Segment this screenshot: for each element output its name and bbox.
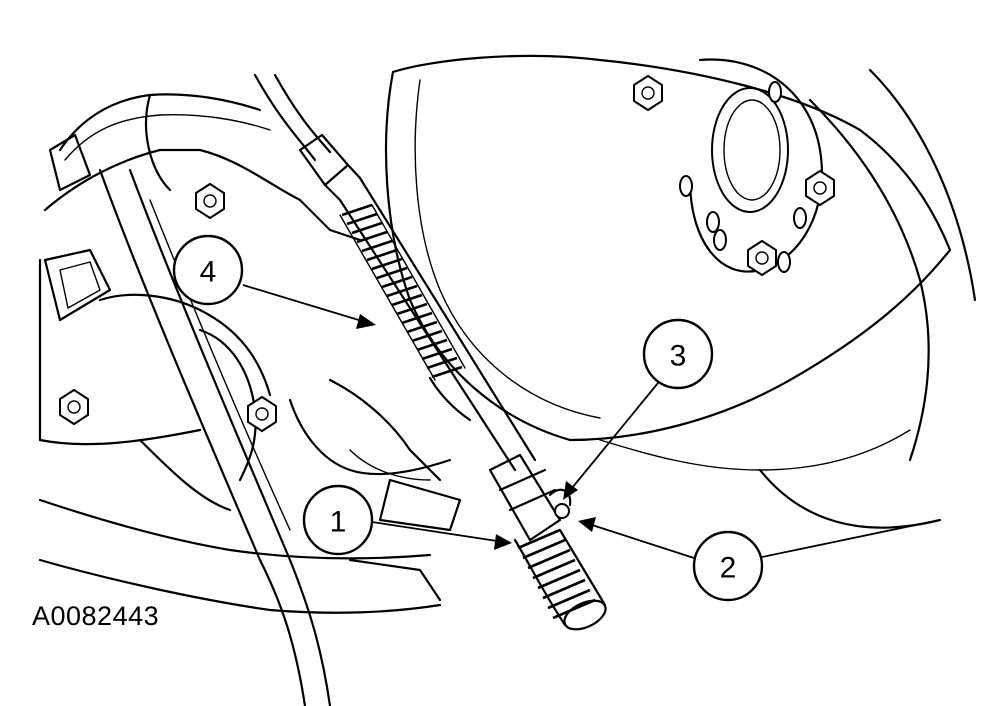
hub-bolts — [633, 74, 835, 277]
callout-1-number: 1 — [330, 506, 347, 539]
callout-2: 2 — [578, 517, 931, 602]
callout-4: 4 — [172, 234, 376, 329]
cable-return-spring — [339, 203, 472, 422]
caliper-bolts — [59, 182, 277, 433]
callout-1: 1 — [302, 484, 512, 556]
callout-4-number: 4 — [200, 256, 217, 289]
callout-2-number: 2 — [720, 552, 737, 585]
wheel-hub — [679, 58, 823, 273]
brake-hose — [98, 168, 332, 706]
callout-3: 3 — [563, 318, 714, 500]
figure-id-label: A0082443 — [32, 601, 160, 631]
brake-backing-plate — [384, 54, 977, 529]
callout-3-number: 3 — [670, 340, 687, 373]
cable-housing-end — [488, 453, 607, 631]
steering-knuckle — [38, 93, 462, 614]
